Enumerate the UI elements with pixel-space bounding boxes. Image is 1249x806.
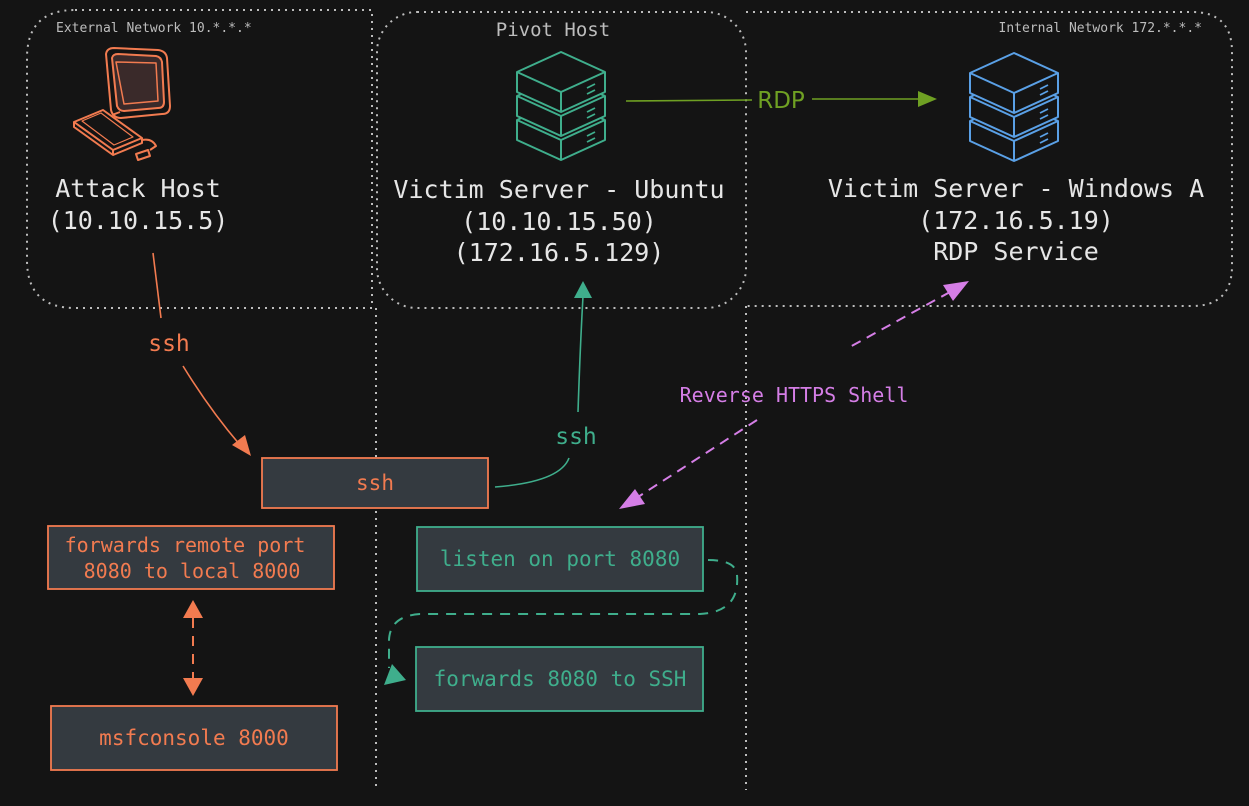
external-network-label: External Network 10.*.*.* xyxy=(56,21,252,36)
reverse-shell-arrowhead-bottom xyxy=(619,489,645,509)
reverse-shell-label: Reverse HTTPS Shell xyxy=(680,383,909,407)
rdp-connector xyxy=(625,99,753,102)
windows-server-name: Victim Server - Windows A xyxy=(828,174,1204,203)
reverse-shell-connector-bottom xyxy=(637,419,758,498)
computer-icon xyxy=(73,47,171,161)
forwards-remote-port-line2: 8080 to local 8000 xyxy=(84,559,301,583)
port-forward-connector xyxy=(388,559,739,668)
attack-host-name: Attack Host xyxy=(55,174,221,203)
listen-port-label: listen on port 8080 xyxy=(440,547,680,571)
ssh-tunnel-box xyxy=(261,457,489,509)
rdp-arrowhead xyxy=(918,91,937,107)
ubuntu-server-icon xyxy=(516,51,606,161)
ssh-tunnel-label: ssh xyxy=(356,471,394,495)
forwards-remote-port-box xyxy=(47,525,335,590)
windows-server-service: RDP Service xyxy=(933,237,1099,266)
local-forward-arrowhead-up xyxy=(183,600,203,618)
pivot-ssh-connector-top xyxy=(577,295,584,413)
pivot-ssh-connector-bottom xyxy=(494,457,570,488)
attack-ssh-label: ssh xyxy=(148,331,190,357)
rdp-label: RDP xyxy=(757,88,805,114)
forwards-to-ssh-box xyxy=(415,646,704,712)
pivot-ssh-arrowhead xyxy=(574,281,592,298)
ubuntu-server-external-ip: (10.10.15.50) xyxy=(461,207,657,236)
pivot-ssh-label: ssh xyxy=(555,424,597,450)
listen-port-box xyxy=(416,526,704,592)
ubuntu-server-name: Victim Server - Ubuntu xyxy=(393,175,724,204)
ubuntu-server-internal-ip: (172.16.5.129) xyxy=(454,238,665,267)
forwards-remote-port-line1: forwards remote port xyxy=(65,533,306,557)
attack-host-ip: (10.10.15.5) xyxy=(48,206,229,235)
attack-ssh-arrowhead xyxy=(232,435,251,456)
windows-server-ip: (172.16.5.19) xyxy=(918,206,1114,235)
msfconsole-box xyxy=(50,705,338,771)
attack-ssh-connector-top xyxy=(152,252,162,319)
forwards-to-ssh-label: forwards 8080 to SSH xyxy=(434,667,687,691)
external-network-zone xyxy=(26,9,373,309)
port-forward-arrowhead xyxy=(384,664,406,685)
internal-network-label: Internal Network 172.*.*.* xyxy=(999,21,1203,36)
internal-network-zone xyxy=(746,11,1233,307)
windows-server-icon xyxy=(969,52,1059,162)
msfconsole-label: msfconsole 8000 xyxy=(99,726,289,750)
reverse-shell-connector-top xyxy=(847,291,951,349)
local-forward-arrowhead-down xyxy=(183,678,203,696)
reverse-shell-arrowhead-top xyxy=(943,281,969,301)
pivot-host-label: Pivot Host xyxy=(496,19,610,41)
attack-ssh-connector-bottom xyxy=(182,365,241,446)
